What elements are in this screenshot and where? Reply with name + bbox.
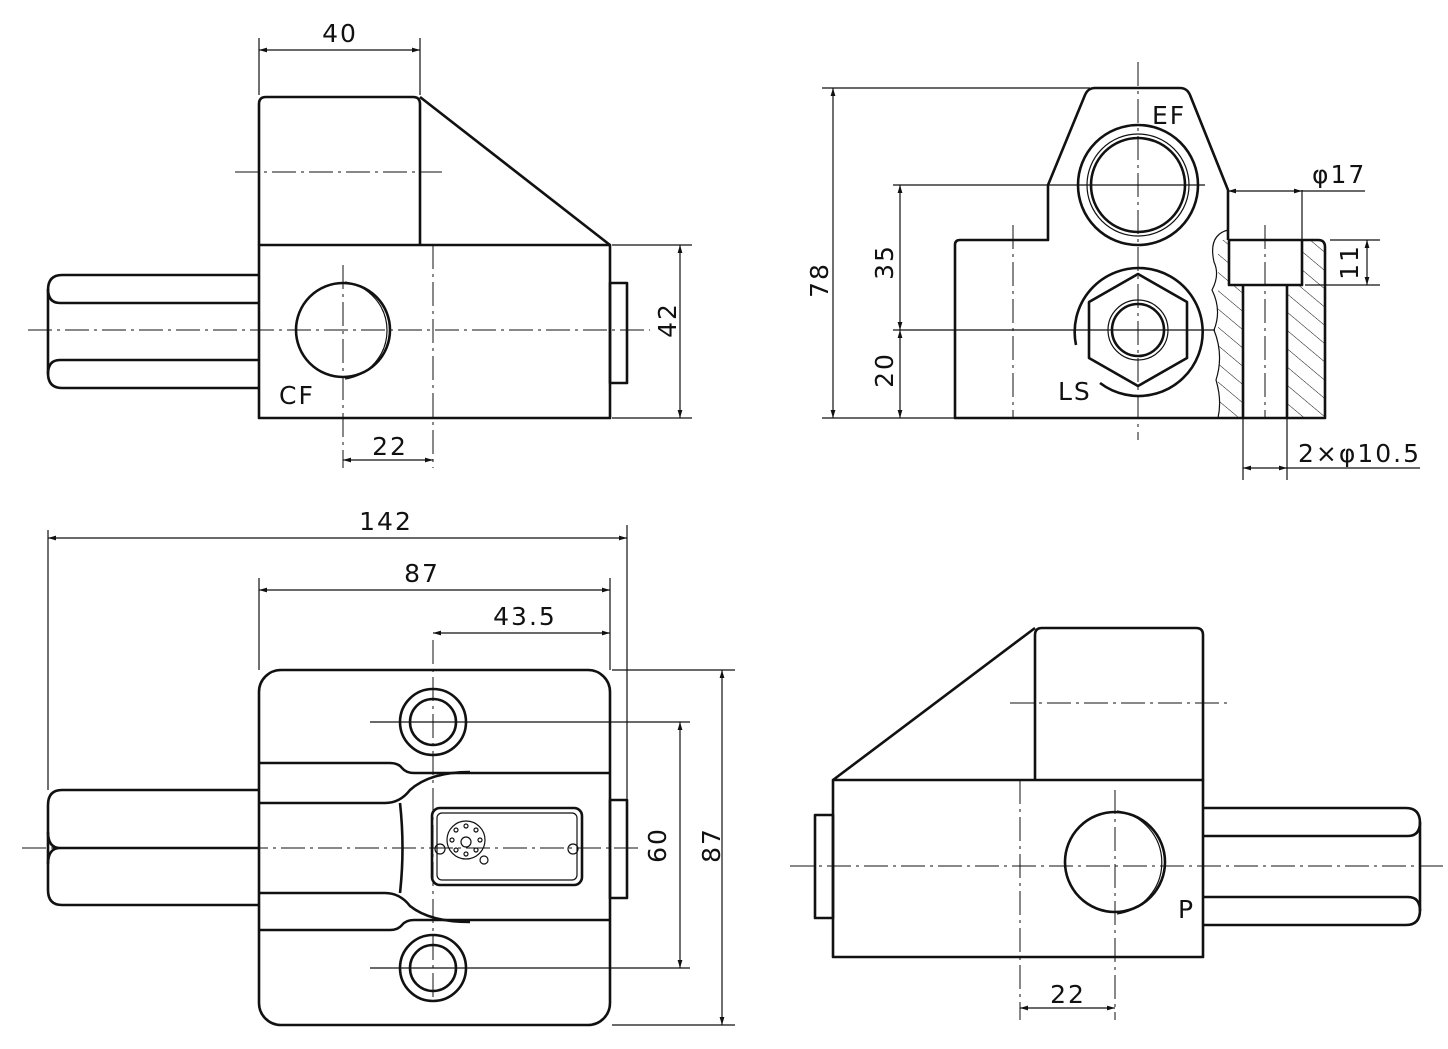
end-knob — [608, 798, 629, 900]
ls-fitting — [1073, 266, 1204, 398]
ls-port-label: LS — [1058, 377, 1092, 406]
dim-87-vertical: 87 — [697, 827, 726, 863]
upper-block — [1033, 626, 1205, 780]
dim-42: 42 — [653, 302, 682, 338]
upper-block — [257, 95, 422, 245]
nameplate — [430, 806, 584, 887]
dim-20: 20 — [870, 352, 899, 388]
dim-phi17: φ17 — [1312, 160, 1366, 189]
dim-87-horizontal: 87 — [404, 559, 440, 588]
break-line — [1211, 229, 1229, 419]
top-view: 142 87 43.5 60 87 — [22, 507, 735, 1027]
side-view-left: 40 42 22 CF — [28, 19, 692, 468]
dim-22-left: 22 — [372, 432, 408, 461]
dim-43-5: 43.5 — [493, 602, 557, 631]
dim-142: 142 — [359, 507, 413, 536]
logo-icon — [449, 823, 483, 857]
chamfer-edge — [832, 626, 1036, 782]
cf-port-label: CF — [279, 381, 315, 410]
dim-11: 11 — [1335, 244, 1364, 280]
body — [831, 778, 1205, 959]
side-view-right: 22 P — [790, 626, 1446, 1020]
dim-mount-holes: 2×φ10.5 — [1298, 439, 1421, 468]
hex-rod — [46, 273, 259, 390]
dim-78: 78 — [805, 262, 834, 298]
dim-60: 60 — [643, 827, 672, 863]
p-port-label: P — [1178, 895, 1195, 924]
end-knob — [608, 281, 629, 385]
front-view: 78 35 20 EF LS φ17 11 2×φ10.5 — [805, 62, 1421, 480]
ef-port-label: EF — [1152, 101, 1186, 130]
dim-40: 40 — [322, 19, 358, 48]
dim-22-right: 22 — [1050, 980, 1086, 1009]
chamfer-edge — [419, 95, 611, 247]
dim-35: 35 — [870, 244, 899, 280]
body-outline — [953, 86, 1327, 420]
